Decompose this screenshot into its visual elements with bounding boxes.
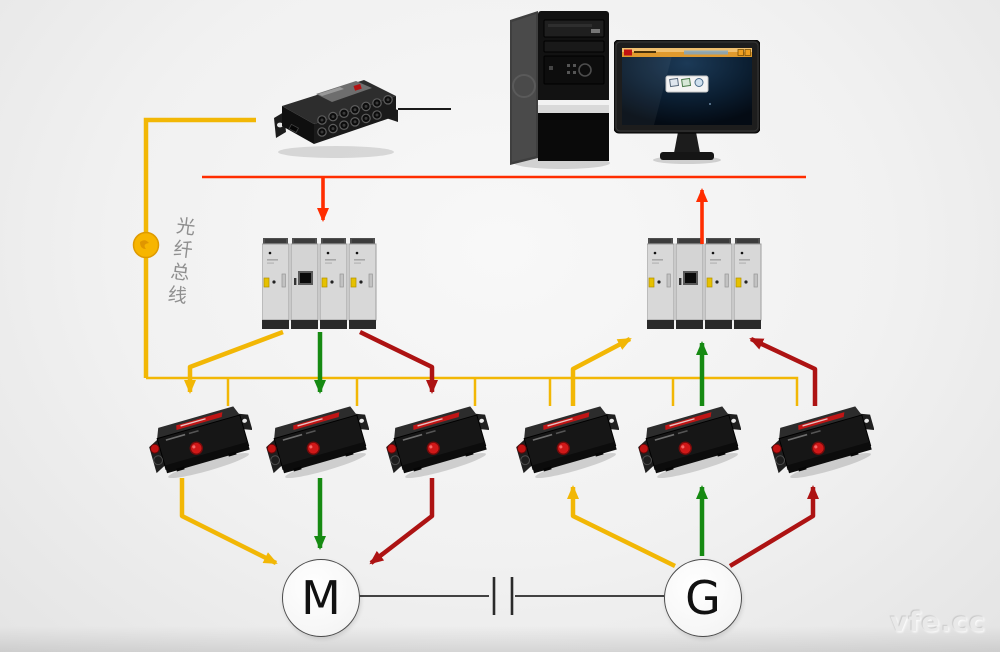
right-darkred-up-arrow <box>749 336 818 406</box>
left-yellow-down-arrow <box>184 329 284 394</box>
motor-circle: M <box>282 559 360 637</box>
fiber-converter-4 <box>515 403 619 483</box>
screen-icons <box>669 77 704 88</box>
cabinet-units <box>647 238 762 329</box>
fiber-converter-5 <box>637 403 741 483</box>
shaft-coupling-symbol <box>358 577 664 615</box>
generator-darkred-arrow <box>728 485 819 568</box>
monitor-icon <box>614 40 760 166</box>
generator-yellow-arrow <box>567 485 676 569</box>
watermark: vfe.cc <box>890 607 986 638</box>
generator-label: G <box>685 571 721 625</box>
fiber-bus-label: 光纤总线 <box>163 214 197 309</box>
fiber-bus-line <box>146 376 799 406</box>
converter-cabinet-group-right <box>647 238 763 330</box>
right-yellow-up-arrow <box>570 337 632 406</box>
cabinet-units <box>262 238 377 329</box>
fiber-converter-3 <box>385 403 489 483</box>
left-darkred-down-arrow <box>359 329 438 394</box>
computer-tower-icon <box>507 8 613 170</box>
fiber-converter-2 <box>265 403 369 483</box>
converter-cabinet-group-left <box>262 238 378 330</box>
fiber-bus-node-icon <box>132 231 160 259</box>
motor-darkred-arrow <box>369 478 435 565</box>
motor-label: M <box>301 571 341 625</box>
fiber-converter-6 <box>770 403 874 483</box>
fiber-bus-stubs <box>226 378 675 406</box>
optical-multiplexer-icon <box>266 70 404 162</box>
generator-circle: G <box>664 559 742 637</box>
fiber-trunk-line <box>143 117 256 378</box>
motor-yellow-arrow <box>179 478 278 566</box>
fiber-converter-1 <box>148 403 252 483</box>
